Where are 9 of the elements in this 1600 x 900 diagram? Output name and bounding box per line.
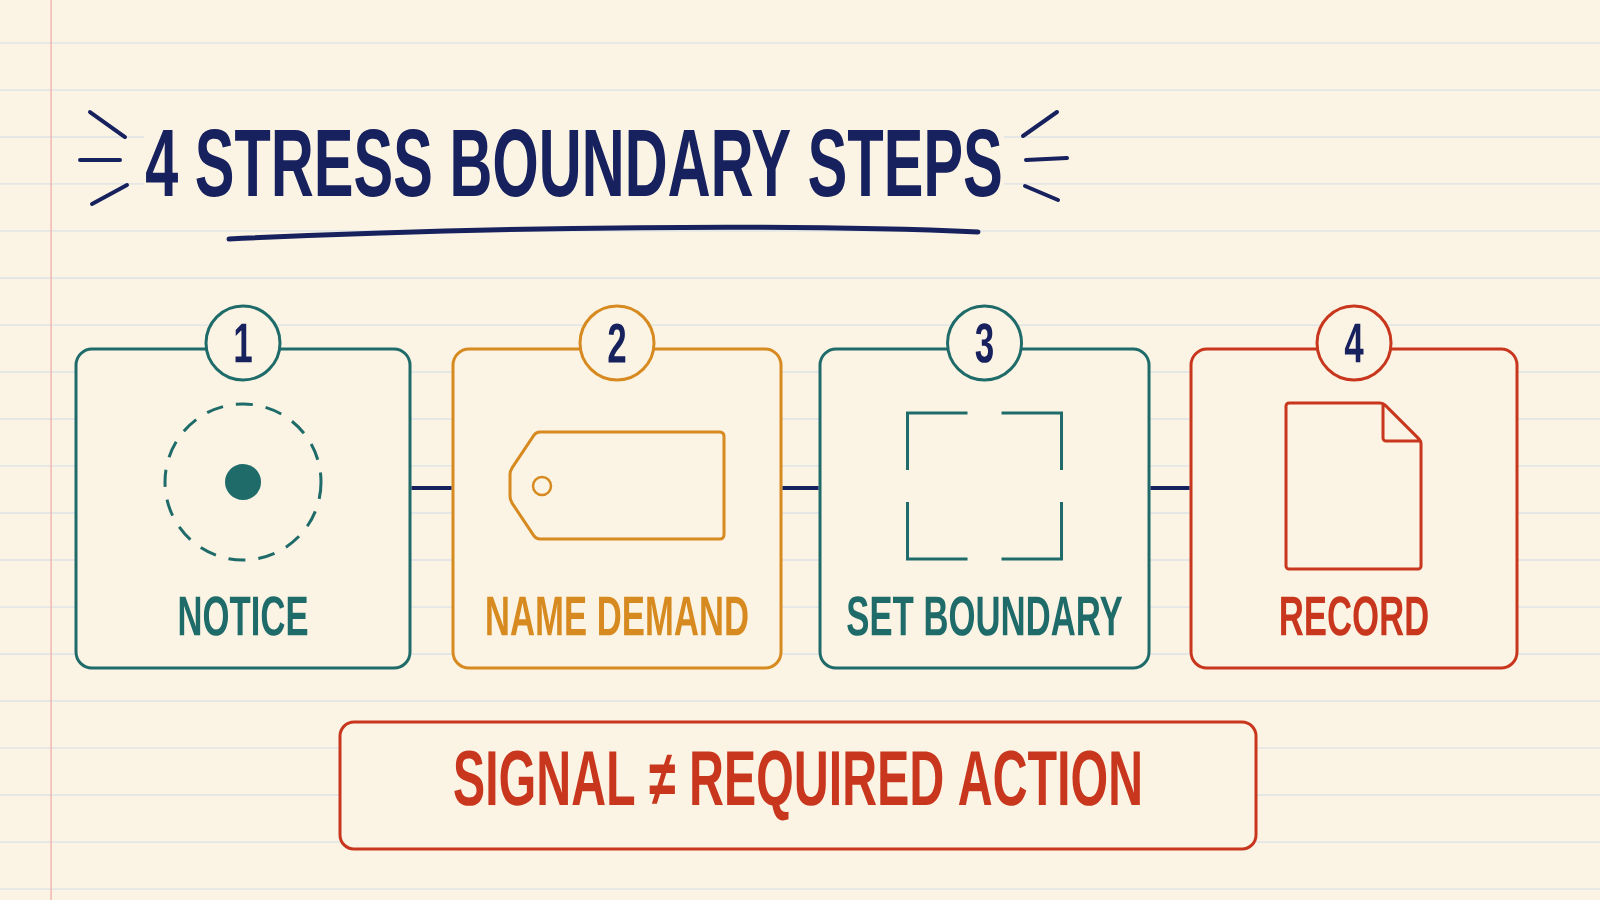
connector-line: [1150, 486, 1190, 490]
connector-line: [411, 486, 452, 490]
statement-box: SIGNAL ≠ REQUIRED ACTION: [338, 720, 1258, 851]
number-badge: 4: [1315, 304, 1393, 382]
number-badge: 1: [204, 304, 282, 382]
number-badge: 3: [946, 304, 1023, 382]
title: 4 STRESS BOUNDARY STEPS: [144, 128, 1004, 198]
number-badge: 2: [578, 304, 656, 382]
connector-line: [782, 486, 819, 490]
